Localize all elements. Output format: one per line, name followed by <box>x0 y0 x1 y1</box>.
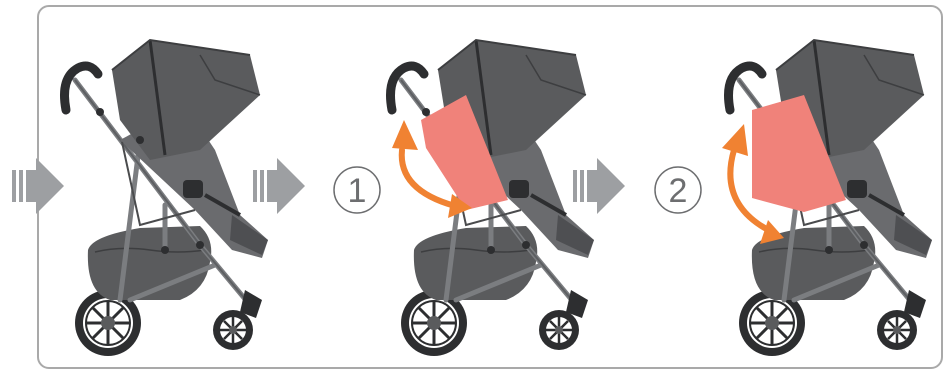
go-next-arrow-icon <box>573 158 625 214</box>
go-next-arrow-icon <box>12 158 64 214</box>
step-badge-icon: 1 <box>334 167 380 213</box>
step-badge-icon: 2 <box>655 167 701 213</box>
stroller-illustration <box>65 40 269 356</box>
step-2-label: 2 <box>669 172 688 210</box>
step-1-label: 1 <box>348 172 367 210</box>
go-next-arrow-icon <box>253 158 305 214</box>
